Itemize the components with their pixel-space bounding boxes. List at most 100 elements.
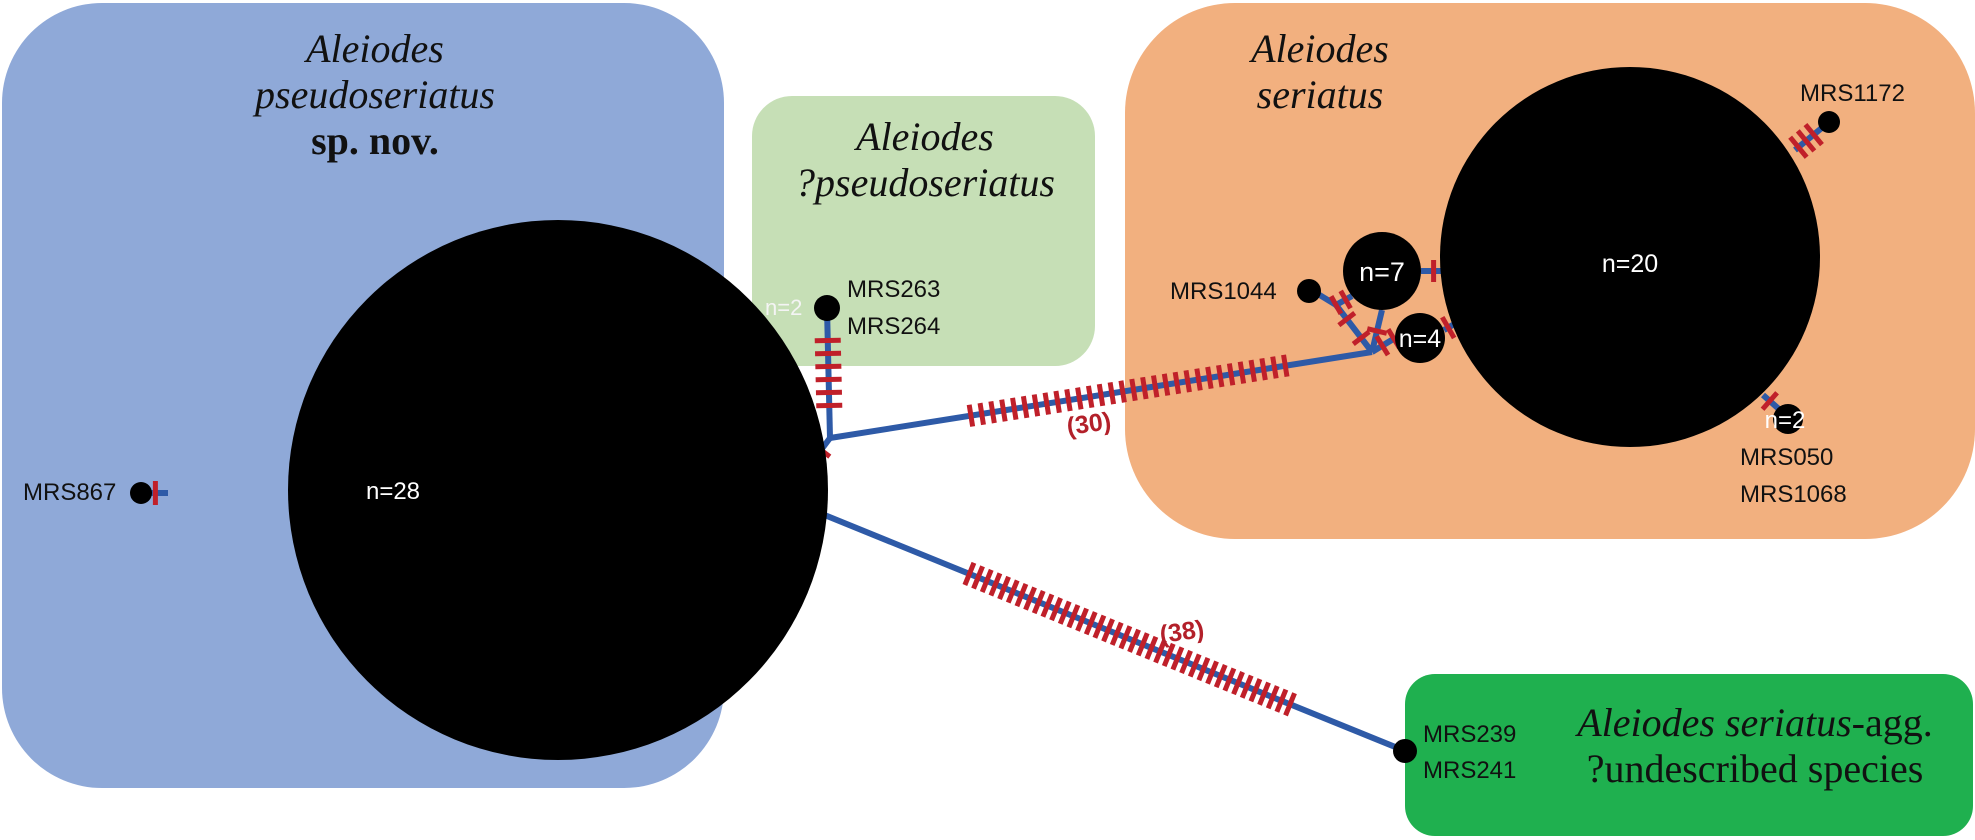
mutation-tick (1153, 639, 1167, 664)
mutation-tick (979, 568, 994, 593)
mutation-tick (1222, 667, 1237, 692)
mutation-tick (1109, 621, 1124, 646)
node-mrs239-241[interactable] (1393, 739, 1417, 763)
mutation-tick (971, 565, 985, 590)
mutation-tick (1075, 387, 1084, 410)
species-label: ?pseudoseriatus (795, 160, 1055, 205)
mutation-tick (814, 350, 842, 357)
node-n2-orange[interactable] (1773, 404, 1803, 434)
mutation-tick (1231, 671, 1245, 696)
mutation-tick (1248, 678, 1263, 703)
mutation-tick (1374, 335, 1391, 357)
mutation-tick (1085, 385, 1095, 408)
mutation-tick (977, 402, 986, 426)
agg-line2-label: ?undescribed species (1586, 746, 1924, 791)
node-n20[interactable] (1440, 67, 1820, 447)
mutation-tick (1144, 635, 1159, 660)
mutation-tick (1066, 604, 1081, 629)
mutation-tick (1194, 368, 1203, 391)
mutation-tick (1049, 597, 1063, 622)
mutation-tick (816, 402, 843, 409)
mutation-tick (1101, 618, 1115, 643)
mutation-tick (1096, 383, 1106, 407)
mutation-tick (1205, 660, 1219, 685)
branch-label-30: (30) (1065, 407, 1113, 441)
group-title-pseudoseriatus: Aleiodes pseudoseriatus sp. nov. (180, 26, 570, 164)
mutation-tick (1248, 359, 1257, 383)
mutation-tick (1118, 625, 1133, 650)
mutation-tick (1283, 692, 1297, 717)
node-label-n4: n=4 (1399, 325, 1442, 353)
node-label-mrs239: MRS239 (1423, 721, 1516, 748)
mutation-tick (1083, 611, 1098, 636)
mutation-tick (1274, 688, 1289, 713)
group-box-qpseudoseriatus (752, 96, 1095, 366)
node-mrs1044[interactable] (1297, 279, 1321, 303)
node-count-label-green: n=2 (765, 295, 802, 320)
mutation-tick (1040, 593, 1055, 618)
mutation-tick (1161, 642, 1176, 667)
node-mrs1172[interactable] (1818, 111, 1840, 133)
node-label-mrs1044: MRS1044 (1170, 278, 1277, 305)
mutation-tick (1031, 590, 1046, 615)
branch-fork-green (824, 307, 833, 439)
mutation-tick (1239, 674, 1254, 699)
node-mrs867[interactable] (130, 482, 152, 504)
mutation-tick (1107, 382, 1117, 405)
mutation-tick (1127, 628, 1141, 653)
node-n7[interactable] (1343, 232, 1421, 310)
mutation-tick (1338, 289, 1353, 310)
mutation-tick (1179, 649, 1193, 675)
nodes (130, 67, 1840, 763)
node-label-n28: n=28 (366, 478, 420, 505)
mutation-tick (1257, 681, 1271, 706)
mutation-tick (1270, 356, 1279, 379)
agg-italic-label: Aleiodes seriatus (1577, 700, 1852, 745)
mutation-ticks (152, 122, 1824, 717)
mutation-tick (1064, 388, 1073, 412)
mutation-tick (1075, 607, 1089, 632)
branch-to-agg (798, 502, 1407, 754)
species-label: pseudoseriatus (255, 72, 495, 117)
mutation-tick (815, 363, 842, 370)
mutation-tick (962, 561, 977, 586)
group-title-seriatus: Aleiodes seriatus (1180, 26, 1460, 118)
mutation-tick (1213, 664, 1228, 689)
node-count-label-orange: n=2 (1765, 407, 1806, 434)
mutation-tick (1259, 357, 1268, 381)
mutation-tick (1151, 375, 1160, 398)
mutation-tick (1351, 329, 1371, 346)
group-title-seriatus-agg: Aleiodes seriatus-agg. ?undescribed spec… (1530, 700, 1975, 792)
mutation-tick (1161, 373, 1171, 396)
mutation-tick (1205, 366, 1214, 390)
genus-label: Aleiodes (1251, 26, 1389, 71)
mutation-tick (1265, 685, 1280, 710)
mutation-tick (1010, 397, 1019, 421)
mutation-tick (1183, 369, 1192, 393)
mutation-tick (1005, 579, 1020, 604)
mutation-tick (1187, 653, 1202, 678)
mutation-tick (966, 404, 976, 427)
mutation-tick (1337, 311, 1357, 328)
mutation-tick (1020, 395, 1030, 419)
node-label-mrs1068: MRS1068 (1740, 481, 1847, 508)
mutation-tick (1092, 614, 1107, 639)
mutation-tick (815, 376, 842, 383)
species-label: seriatus (1256, 72, 1384, 117)
node-n4[interactable] (1395, 313, 1445, 363)
mutation-tick (1281, 354, 1290, 378)
node-label-mrs867: MRS867 (23, 479, 116, 506)
node-n28[interactable] (288, 220, 828, 760)
mutation-tick (1216, 364, 1225, 388)
mutation-tick (1788, 135, 1809, 159)
node-mrs263-264[interactable] (814, 295, 840, 321)
mutation-tick (1366, 326, 1388, 336)
node-label-mrs1172: MRS1172 (1800, 80, 1905, 107)
group-title-qpseudoseriatus: Aleiodes ?pseudoseriatus (770, 114, 1080, 206)
mutation-tick (815, 389, 843, 396)
node-label-n20: n=20 (1602, 250, 1658, 278)
mutation-tick (988, 400, 997, 424)
mutation-tick (1172, 371, 1182, 395)
node-label-mrs263: MRS263 (847, 276, 940, 303)
